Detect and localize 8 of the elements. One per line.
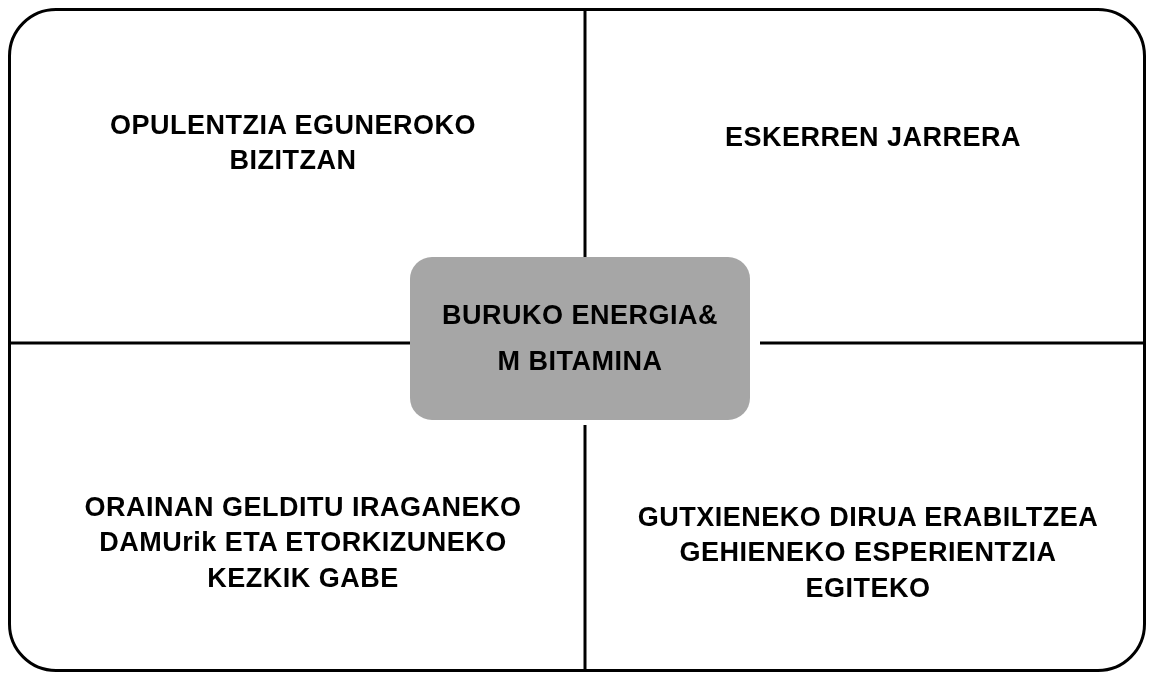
frame-box <box>8 8 1146 672</box>
quadrant-text: OPULENTZIA EGUNEROKO BIZITZAN <box>109 108 477 177</box>
center-box <box>410 257 750 420</box>
quadrant-text: ORAINAN GELDITU IRAGANEKO DAMUrik ETA ETORKIZUNEKO KEZKIK GABE <box>83 491 523 595</box>
box-text: M BITAMINA <box>497 344 663 378</box>
quadrant-text: ESKERREN JARRERA <box>724 121 1022 155</box>
box-text: BURUKO ENERGIA& <box>442 299 718 333</box>
quadrant-text: GUTXIENEKO DIRUA ERABILTZEA GEHIENEKO ESPERIENTZIA EGITEKO <box>636 501 1100 605</box>
